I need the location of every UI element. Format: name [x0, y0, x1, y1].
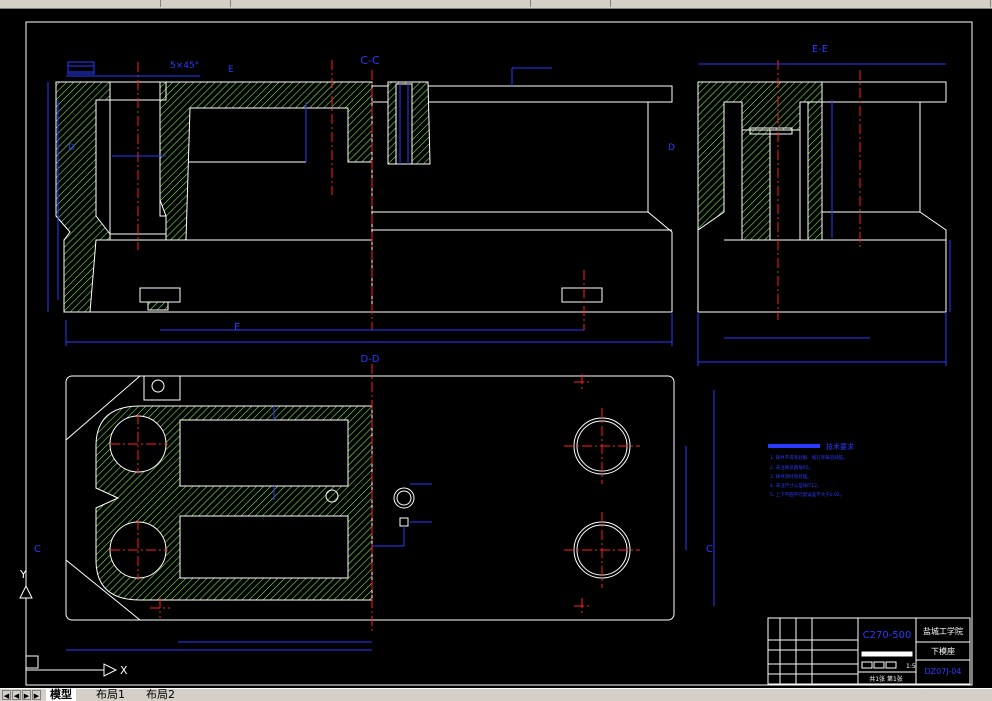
drawing-code: DZ07J-04 [925, 667, 962, 676]
tech-requirement-item: 5. 上下平面平行度误差不大于0.02。 [770, 491, 844, 498]
toolbar-group[interactable] [160, 0, 231, 7]
plan-dimensions [66, 390, 715, 651]
tab-layout-2[interactable]: 布局2 [146, 688, 175, 701]
school-name: 盐城工学院 [923, 626, 963, 636]
tab-model[interactable]: 模型 [46, 689, 76, 701]
drawing-canvas[interactable]: C-C 5×45° E E D D E-E [0, 8, 992, 688]
front-section-view [55, 81, 673, 313]
drawing-border [25, 21, 973, 686]
toolbar-group[interactable] [530, 0, 611, 7]
section-marker-c-right: C [706, 544, 713, 555]
drawing-number: C270-500 [863, 630, 912, 641]
first-tab-button[interactable]: ◀ [2, 690, 11, 700]
toolbar [0, 0, 992, 9]
front-dimensions [47, 61, 673, 346]
side-center-lines [777, 60, 861, 320]
prev-tab-button[interactable]: ◀ [12, 690, 21, 700]
section-label-cc: C-C [360, 54, 380, 67]
sheet-count: 共1张 第1张 [869, 675, 903, 683]
tech-requirement-item: 4. 未注尺寸公差按IT12。 [770, 482, 822, 489]
layout-tab-bar: ◀ ◀ ▶ ▶ 模型 布局1 布局2 [0, 688, 992, 701]
section-marker-e: E [228, 65, 234, 75]
tab-layout-1[interactable]: 布局1 [96, 688, 125, 701]
part-name: 下模座 [931, 646, 955, 656]
last-tab-button[interactable]: ▶ [32, 690, 41, 700]
section-marker-c-left: C [34, 544, 41, 555]
section-label-dd: D-D [360, 354, 379, 365]
tech-requirement-item: 3. 铸件须时效处理。 [770, 473, 812, 480]
section-label-ee: E-E [812, 44, 828, 55]
linetype-dropdown[interactable] [610, 0, 991, 7]
plan-center-lines [110, 364, 640, 632]
next-tab-button[interactable]: ▶ [22, 690, 31, 700]
ucs-icon [19, 584, 118, 677]
chamfer-label: 5×45° [170, 61, 199, 71]
section-marker-e-bottom: E [234, 322, 240, 333]
plan-section-view [65, 375, 675, 621]
title-block [767, 617, 971, 685]
ucs-x-label: X [120, 664, 128, 677]
side-dimensions [697, 63, 951, 366]
layer-dropdown[interactable] [230, 0, 531, 7]
tech-requirement-item: 1. 铸件不得有砂眼、缩孔等铸造缺陷。 [770, 454, 848, 461]
tech-requirements-title: 技术要求 [826, 442, 854, 451]
side-section-view [697, 81, 947, 313]
section-marker-d: D [68, 143, 75, 153]
ucs-y-label: Y [19, 568, 27, 581]
tech-requirement-item: 2. 未注铸造圆角R5。 [770, 464, 813, 471]
scale-value: 1:5 [906, 663, 916, 670]
toolbar-group[interactable] [0, 0, 161, 7]
tech-requirements: 技术要求 1. 铸件不得有砂眼、缩孔等铸造缺陷。 2. 未注铸造圆角R5。 3.… [768, 442, 854, 498]
section-marker-d-right: D [668, 143, 675, 153]
